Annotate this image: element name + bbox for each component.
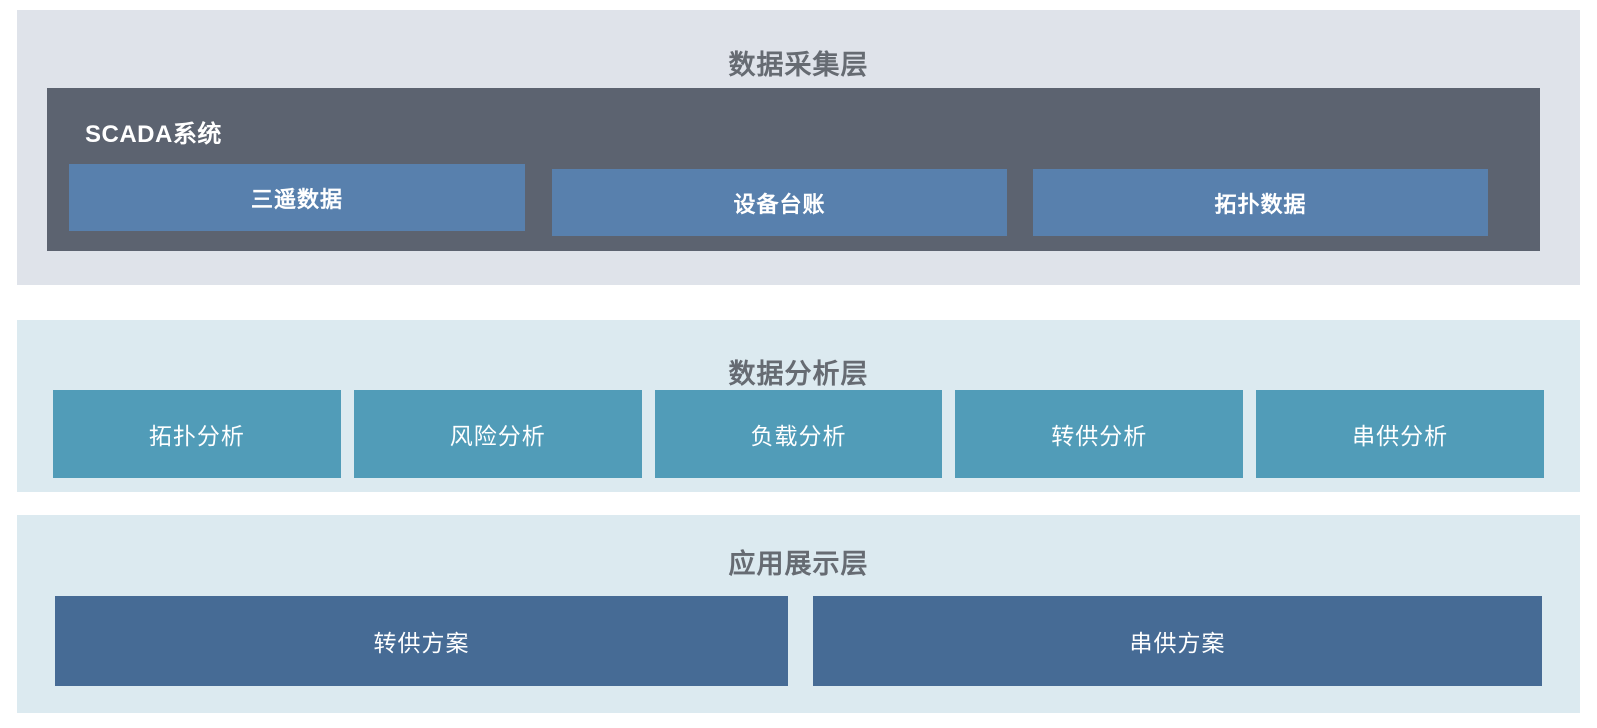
analysis-box-risk[interactable]: 风险分析 <box>353 390 642 478</box>
application-box-series-supply-plan[interactable]: 串供方案 <box>813 596 1542 686</box>
application-box-transfer-supply-plan[interactable]: 转供方案 <box>55 596 788 686</box>
scada-box-telemetry[interactable]: 三遥数据 <box>69 164 525 231</box>
layer-data-acquisition: 数据采集层 SCADA系统 三遥数据 设备台账 拓扑数据 <box>17 10 1580 285</box>
scada-box-equipment-ledger[interactable]: 设备台账 <box>552 169 1007 236</box>
scada-box-row: 三遥数据 设备台账 拓扑数据 <box>69 164 1518 236</box>
layer-title-data-analysis: 数据分析层 <box>728 359 869 389</box>
scada-panel: SCADA系统 三遥数据 设备台账 拓扑数据 <box>47 88 1540 251</box>
analysis-box-series-supply[interactable]: 串供分析 <box>1256 390 1544 478</box>
scada-panel-title: SCADA系统 <box>85 121 222 148</box>
layer-data-analysis: 数据分析层 拓扑分析 风险分析 负载分析 转供分析 串供分析 <box>17 320 1580 492</box>
layer-title-application-display: 应用展示层 <box>728 549 869 579</box>
layer-application-display: 应用展示层 转供方案 串供方案 <box>17 515 1580 713</box>
analysis-box-load[interactable]: 负载分析 <box>654 390 943 478</box>
scada-box-topology-data[interactable]: 拓扑数据 <box>1033 169 1488 236</box>
application-box-row: 转供方案 串供方案 <box>55 596 1542 686</box>
layer-title-data-acquisition: 数据采集层 <box>728 50 869 80</box>
analysis-box-topology[interactable]: 拓扑分析 <box>53 390 341 478</box>
analysis-box-row: 拓扑分析 风险分析 负载分析 转供分析 串供分析 <box>53 390 1544 478</box>
analysis-box-transfer-supply[interactable]: 转供分析 <box>955 390 1244 478</box>
